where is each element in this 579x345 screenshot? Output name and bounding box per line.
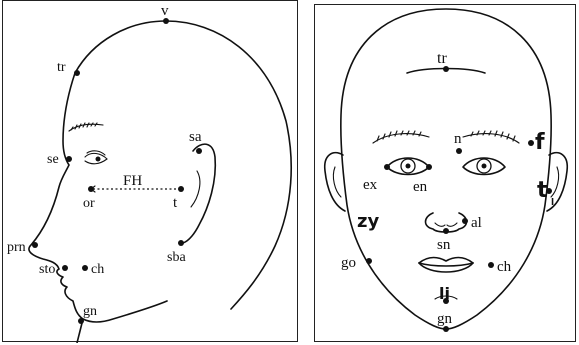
cheilion-point [488, 262, 494, 268]
tragion-sub-label: l [551, 198, 554, 208]
upper-lip [419, 258, 473, 264]
nasion-label: n [454, 131, 462, 147]
cheilion-point [82, 265, 88, 271]
gonion-point [366, 258, 372, 264]
superciliare-label: se [47, 152, 59, 167]
alare-label: al [471, 215, 482, 231]
ear [183, 144, 215, 243]
gnathion-label: gn [437, 311, 453, 327]
fh-label: FH [123, 173, 142, 189]
right-pupil [482, 164, 487, 169]
nose-nostrils [435, 223, 457, 226]
left-eyebrow-hatch [377, 131, 421, 141]
stomion-point [62, 265, 68, 271]
trichion-label: tr [57, 60, 66, 75]
mouth-line [419, 263, 473, 266]
left-ear-inner [333, 167, 341, 197]
exocanthion-point [384, 164, 390, 170]
frontotemporale-point [528, 140, 534, 146]
zygion-label: zy [357, 211, 379, 232]
endocanthion-label: en [413, 179, 428, 195]
head-outline [75, 21, 291, 309]
orbitale-label: or [83, 196, 95, 211]
stomion-label: sto [39, 262, 55, 277]
tragion-label: t [173, 195, 178, 211]
subnasale-label: sn [437, 237, 451, 253]
subaurale-point [178, 240, 184, 246]
frontal-face-drawing: tr n f ex en t l zy al sn go ch li gn [315, 5, 577, 343]
face-profile [29, 73, 167, 322]
alare-point [462, 218, 468, 224]
superciliare-point [66, 156, 72, 162]
labiale-inferius-label: li [439, 284, 450, 303]
subnasale-point [443, 228, 449, 234]
right-ear-inner [551, 167, 559, 197]
eyebrow [69, 124, 103, 131]
pronasale-point [32, 242, 38, 248]
tragion-point [178, 186, 184, 192]
right-eyebrow-hatch [471, 131, 515, 141]
endocanthion-point [426, 164, 432, 170]
trichion-label: tr [437, 50, 447, 67]
left-pupil [406, 164, 411, 169]
superaurale-label: sa [189, 129, 202, 145]
pronasale-label: prn [7, 240, 26, 255]
trichion-point [74, 70, 80, 76]
exocanthion-label: ex [363, 177, 378, 193]
frontotemporale-label: f [535, 130, 545, 155]
vertex-label: v [161, 3, 169, 19]
profile-head-drawing: v tr se or FH t sa sba prn sto ch gn [3, 1, 299, 343]
profile-view-panel: v tr se or FH t sa sba prn sto ch gn [2, 0, 298, 342]
orbitale-point [88, 186, 94, 192]
cheilion-label: ch [91, 262, 104, 277]
nasion-point [456, 148, 462, 154]
gnathion-label: gn [83, 304, 97, 319]
subaurale-label: sba [167, 250, 186, 265]
tragion-label: t [537, 178, 548, 203]
cheilion-label: ch [497, 259, 512, 275]
superaurale-point [196, 148, 202, 154]
gonion-label: go [341, 255, 356, 271]
eye-pupil [96, 157, 101, 162]
frontal-view-panel: tr n f ex en t l zy al sn go ch li gn [314, 4, 576, 342]
ear-inner [191, 171, 200, 207]
